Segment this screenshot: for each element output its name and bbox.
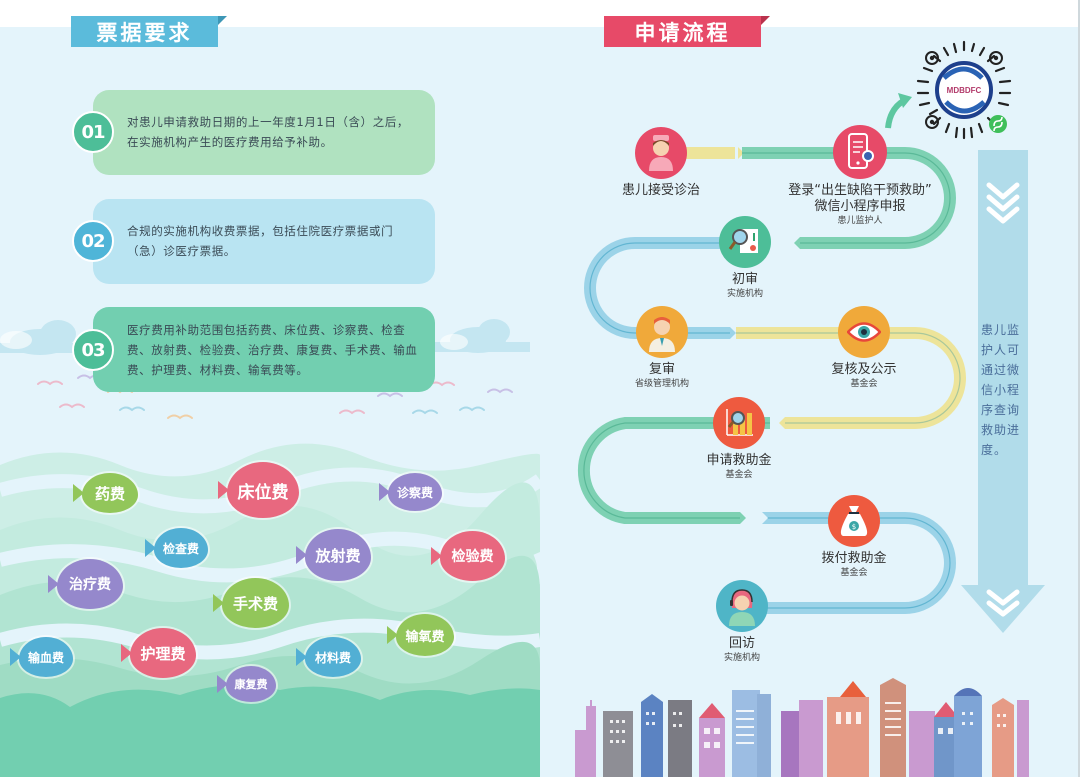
requirement-card-1: 对患儿申请救助日期的上一年度1月1日（含）之后，在实施机构产生的医疗费用给予补助… xyxy=(93,90,435,175)
bar-chart-magnifier-icon xyxy=(713,397,765,449)
step-actor: 基金会 xyxy=(840,568,868,578)
fee-tag-radiology: 放射费 xyxy=(305,529,371,581)
fee-tag-surgery: 手术费 xyxy=(222,578,289,628)
fee-tag-bed: 床位费 xyxy=(227,462,299,518)
requirement-text-2: 合规的实施机构收费票据，包括住院医疗票据或门（急）诊医疗票据。 xyxy=(127,224,394,258)
fee-tag-rehabilitation: 康复费 xyxy=(226,666,276,702)
fee-tag-lab-test: 检验费 xyxy=(440,531,505,581)
requirement-card-3: 医疗费用补助范围包括药费、床位费、诊察费、检查费、放射费、检验费、治疗费、康复费… xyxy=(93,307,435,392)
progress-query-arrow-head xyxy=(961,585,1045,633)
step-title: 拨付救助金 xyxy=(821,551,887,566)
eye-icon xyxy=(838,306,890,358)
fee-tag-materials: 材料费 xyxy=(305,637,361,677)
progress-query-note: 患儿监护人可通过微信小程序查询救助进度。 xyxy=(981,323,1021,457)
wechat-mini-program-qr-code[interactable]: MDBDFC xyxy=(910,38,1018,143)
fee-tag-medicine: 药费 xyxy=(82,473,138,513)
step-title: 申请救助金 xyxy=(706,453,772,468)
step-follow-up-visit: 回访 实施机构 xyxy=(710,580,774,665)
fee-tag-treatment: 治疗费 xyxy=(57,559,123,609)
magnifier-report-icon xyxy=(719,216,771,268)
money-bag-icon: $ xyxy=(828,495,880,547)
step-actor: 实施机构 xyxy=(723,653,760,663)
phone-checklist-icon xyxy=(833,125,887,179)
nurse-icon xyxy=(635,127,687,179)
requirement-number-badge-3: 03 xyxy=(72,329,114,371)
step-actor: 患儿监护人 xyxy=(837,216,883,226)
svg-text:MDBDFC: MDBDFC xyxy=(947,86,982,95)
step-title: 复核及公示 xyxy=(831,362,897,377)
step-recheck-publicity: 复核及公示 基金会 xyxy=(818,306,910,391)
step-title: 回访 xyxy=(728,636,755,651)
fee-tag-blood-transfusion: 输血费 xyxy=(19,637,73,677)
section-title-application-process: 申请流程 xyxy=(604,16,770,47)
requirement-text-3: 医疗费用补助范围包括药费、床位费、诊察费、检查费、放射费、检验费、治疗费、康复费… xyxy=(127,323,418,377)
fee-tag-consultation: 诊察费 xyxy=(388,473,442,511)
step-actor: 基金会 xyxy=(850,379,878,389)
step-second-review: 复审 省级管理机构 xyxy=(620,306,704,391)
fee-tag-oxygen: 输氧费 xyxy=(396,614,454,656)
step-initial-review: 初审 实施机构 xyxy=(705,216,785,301)
step-patient-treatment: 患儿接受诊治 xyxy=(615,127,707,199)
fee-tag-examination: 检查费 xyxy=(154,528,208,568)
requirement-card-2: 合规的实施机构收费票据，包括住院医疗票据或门（急）诊医疗票据。 xyxy=(93,199,435,284)
step-title: 登录“出生缺陷干预救助” xyxy=(788,183,932,198)
step-title: 复审 xyxy=(648,362,675,377)
step-actor: 基金会 xyxy=(725,470,753,480)
page-edge-divider xyxy=(1078,0,1080,777)
step-actor: 省级管理机构 xyxy=(634,379,689,389)
requirement-number-badge-2: 02 xyxy=(72,220,114,262)
step-disburse-funds: $ 拨付救助金 基金会 xyxy=(810,495,898,580)
step-title: 患儿接受诊治 xyxy=(621,183,700,198)
step-title: 初审 xyxy=(731,272,758,287)
step-wechat-application: 登录“出生缺陷干预救助” 微信小程序申报 患儿监护人 xyxy=(760,125,960,228)
headset-operator-icon xyxy=(716,580,768,632)
fee-tag-nursing: 护理费 xyxy=(130,628,196,678)
step-title-line2: 微信小程序申报 xyxy=(814,199,906,214)
requirement-text-1: 对患儿申请救助日期的上一年度1月1日（含）之后，在实施机构产生的医疗费用给予补助… xyxy=(127,115,410,149)
requirement-number-badge-1: 01 xyxy=(72,111,114,153)
doctor-icon xyxy=(636,306,688,358)
section-title-receipt-requirements: 票据要求 xyxy=(71,16,227,47)
svg-text:$: $ xyxy=(852,523,856,531)
step-apply-funds: 申请救助金 基金会 xyxy=(697,397,781,482)
step-actor: 实施机构 xyxy=(726,289,763,299)
